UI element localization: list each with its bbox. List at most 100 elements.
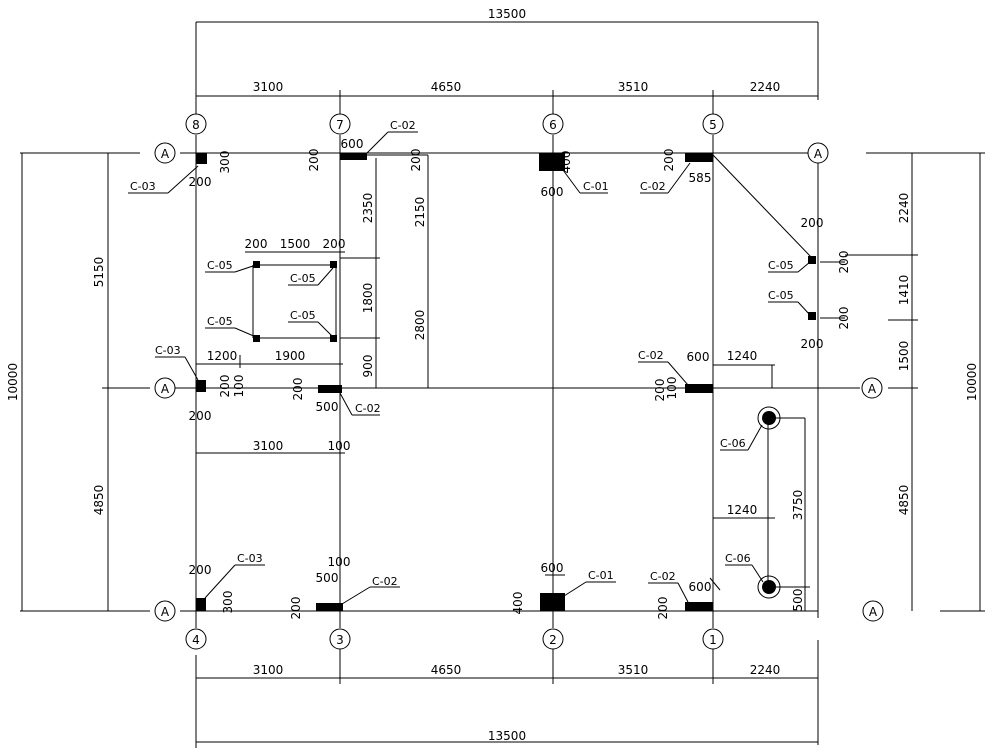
inner-detail-lines	[196, 154, 845, 611]
grid-letter: A	[161, 382, 170, 396]
dimension-text: 2800	[413, 310, 427, 341]
dimension-text: 2240	[750, 80, 781, 94]
grid-bubble	[702, 113, 724, 135]
column-dim: 100	[232, 375, 246, 398]
column-c02	[316, 603, 343, 611]
column-dim: 200	[801, 216, 824, 230]
column-c05	[330, 261, 337, 268]
dimension-text: 1240	[727, 503, 758, 517]
dimension-text: 1500	[897, 341, 911, 372]
grid-bubbles: 8 7 6 5 4 3 2 1 A A A A A A	[154, 113, 884, 650]
column-dim: 200	[656, 597, 670, 620]
column-c03	[196, 153, 207, 164]
column-c06	[757, 406, 781, 430]
column-label: C-06	[725, 552, 751, 565]
column-label: C-02	[372, 575, 398, 588]
column-c06	[757, 575, 781, 599]
dimension-text: 3100	[253, 439, 284, 453]
dimension-text: 200	[323, 237, 346, 251]
column-c05	[253, 261, 260, 268]
column-dim: 200	[307, 149, 321, 172]
column-dim: 500	[316, 571, 339, 585]
column-dim: 100	[328, 555, 351, 569]
column-dim: 200	[837, 251, 851, 274]
column-c01	[540, 593, 565, 611]
column-c02	[340, 153, 367, 160]
column-dim: 500	[316, 400, 339, 414]
dimension-text: 500	[791, 589, 805, 612]
dimension-text: 3750	[791, 490, 805, 521]
dimension-text: 200	[245, 237, 268, 251]
dimension-text: 10000	[965, 363, 979, 401]
column-labels: C-02 600 200 200 C-01 400 600 C-02 200 5…	[130, 119, 851, 619]
column-dim: 200	[289, 597, 303, 620]
column-dim: 600	[541, 561, 564, 575]
column-dim: 300	[221, 591, 235, 614]
dimension-text: 4650	[431, 663, 462, 677]
dimension-text: 1500	[280, 237, 311, 251]
dimension-text: 5150	[92, 257, 106, 288]
dimension-text: 10000	[6, 363, 20, 401]
dimension-text: 900	[361, 355, 375, 378]
grid-bubble	[329, 113, 351, 135]
grid-letter: A	[161, 605, 170, 619]
grid-letter: A	[868, 382, 877, 396]
grid-number: 6	[549, 118, 557, 132]
grid-bubble	[861, 377, 883, 399]
column-c03	[196, 380, 206, 392]
column-dim: 200	[837, 307, 851, 330]
column-label: C-03	[155, 344, 181, 357]
dimension-text: 13500	[488, 729, 526, 743]
column-c01	[539, 153, 565, 171]
grid-number: 4	[192, 633, 200, 647]
column-label: C-02	[390, 119, 416, 132]
column-label: C-02	[650, 570, 676, 583]
grid-bubble	[702, 628, 724, 650]
dimension-texts: 13500 3100 4650 3510 2240 3100 4650 3510…	[6, 7, 979, 743]
column-dim: 200	[653, 379, 667, 402]
column-dim: 300	[218, 151, 232, 174]
column-dim: 600	[541, 185, 564, 199]
column-dim: 200	[189, 175, 212, 189]
column-dim: 100	[665, 377, 679, 400]
column-c06	[762, 411, 776, 425]
column-c06	[762, 580, 776, 594]
column-c05	[808, 256, 816, 264]
column-c03	[196, 598, 206, 611]
grid-number: 1	[709, 633, 717, 647]
label-leaders	[128, 131, 811, 605]
grid-number: 3	[336, 633, 344, 647]
dimension-text: 2240	[750, 663, 781, 677]
dimension-text: 4850	[92, 485, 106, 516]
column-label: C-05	[207, 315, 233, 328]
grid-number: 8	[192, 118, 200, 132]
dimension-text: 2240	[897, 193, 911, 224]
grid-letter: A	[161, 147, 170, 161]
column-dim: 200	[189, 409, 212, 423]
column-label: C-01	[583, 180, 609, 193]
column-label: C-03	[130, 180, 156, 193]
column-dim: 200	[662, 149, 676, 172]
column-dim: 200	[409, 149, 423, 172]
grid-bubble	[542, 113, 564, 135]
grid-bubble	[154, 377, 176, 399]
grid-bubble	[542, 628, 564, 650]
column-label: C-03	[237, 552, 263, 565]
dimension-text: 3100	[253, 80, 284, 94]
dimension-text: 3510	[618, 80, 649, 94]
column-dim: 200	[218, 375, 232, 398]
dimension-text: 4650	[431, 80, 462, 94]
dimension-text: 13500	[488, 7, 526, 21]
column-c02	[685, 602, 713, 611]
grid-bubble	[807, 142, 829, 164]
column-c05	[808, 312, 816, 320]
grid-bubble	[154, 600, 176, 622]
grid-letter: A	[814, 147, 823, 161]
column-label: C-05	[768, 289, 794, 302]
columns	[196, 153, 816, 611]
dimension-text: 1410	[897, 275, 911, 306]
column-label: C-05	[290, 272, 316, 285]
column-label: C-05	[207, 259, 233, 272]
dimension-lines	[20, 21, 985, 748]
